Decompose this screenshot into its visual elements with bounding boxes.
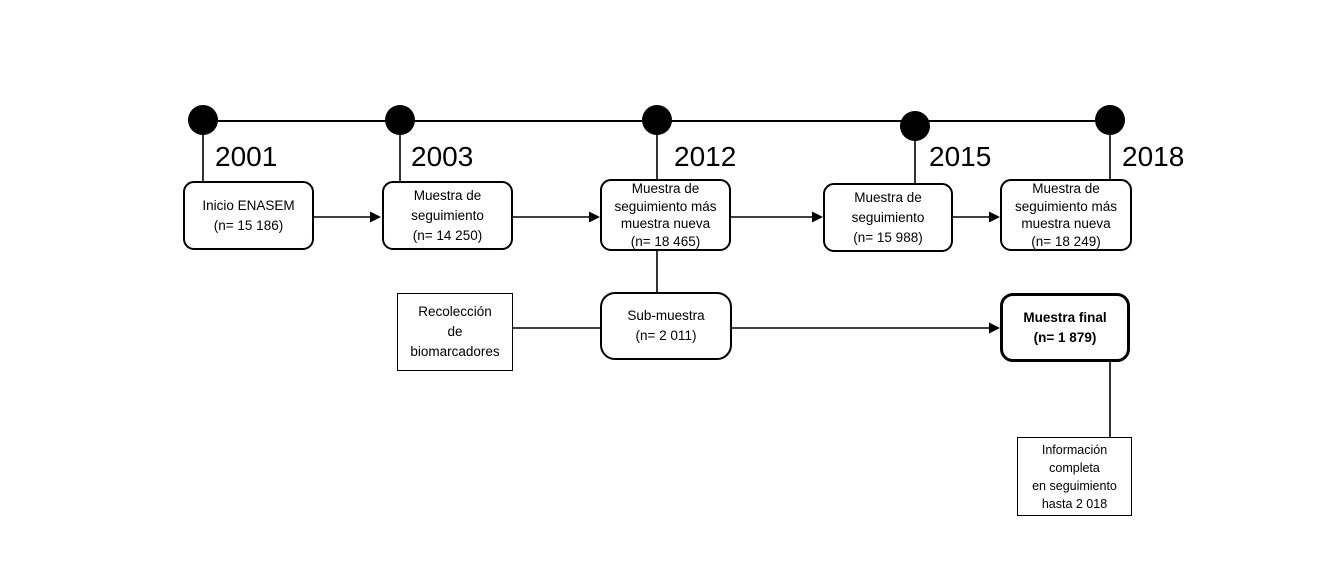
box-text-line: seguimiento [851, 209, 925, 225]
box-text-line: (n= 18 249) [1031, 233, 1101, 249]
box-muestra-seguimiento-2015: Muestra de seguimiento (n= 15 988) [823, 183, 953, 252]
box-text-line: (n= 18 465) [630, 233, 701, 249]
year-label-2018: 2018 [1122, 141, 1185, 172]
box-text-line: Sub-muestra [627, 308, 705, 323]
box-text-line: seguimiento [411, 207, 484, 223]
box-text-line: completa [1049, 460, 1100, 475]
arrowhead-inicio-to-2003 [370, 211, 381, 223]
box-muestra-seguimiento-2018: Muestra de seguimiento más muestra nueva… [1000, 179, 1132, 251]
box-text-line: Muestra de [631, 181, 700, 196]
box-text-line: (n= 1 879) [1033, 329, 1097, 345]
box-text-line: Muestra de [854, 189, 922, 205]
box-text-line: seguimiento más [1014, 198, 1118, 214]
year-label-2015: 2015 [929, 141, 992, 172]
year-label-2012: 2012 [674, 141, 737, 172]
box-recoleccion-biomarcadores: Recolección de biomarcadores [397, 293, 513, 371]
box-text-line: seguimiento más [614, 198, 717, 214]
box-text-line: biomarcadores [410, 344, 500, 359]
box-text-line: (n= 15 988) [853, 229, 923, 245]
box-text-line: (n= 15 186) [213, 217, 284, 233]
arrowhead-2015-to-2018 [989, 211, 1000, 223]
year-label-2003: 2003 [411, 141, 474, 172]
box-text-line: Recolección [418, 304, 492, 319]
box-muestra-seguimiento-2003: Muestra de seguimiento (n= 14 250) [382, 181, 513, 250]
box-text-line: (n= 14 250) [412, 227, 483, 243]
box-inicio-enasem: Inicio ENASEM (n= 15 186) [183, 181, 314, 250]
arrowhead-submuestra-to-final [989, 322, 1000, 334]
box-text-line: Muestra de [1032, 181, 1100, 196]
box-text-line: en seguimiento [1032, 478, 1117, 493]
box-text-line: de [447, 324, 463, 339]
box-text-line: Información [1041, 442, 1108, 457]
box-text-line: (n= 2 011) [635, 328, 697, 343]
box-sub-muestra: Sub-muestra (n= 2 011) [600, 292, 732, 360]
box-text-line: Muestra final [1023, 309, 1107, 325]
box-muestra-final: Muestra final (n= 1 879) [1000, 293, 1130, 362]
year-label-2001: 2001 [215, 141, 278, 172]
box-muestra-seguimiento-2012: Muestra de seguimiento más muestra nueva… [600, 179, 731, 251]
box-text-line: Inicio ENASEM [202, 197, 295, 213]
arrowhead-2012-to-2015 [812, 211, 823, 223]
box-text-line: hasta 2 018 [1041, 496, 1108, 511]
box-informacion-completa: Información completa en seguimiento hast… [1017, 437, 1132, 516]
box-text-line: muestra nueva [620, 216, 711, 231]
arrowhead-2003-to-2012 [589, 211, 600, 223]
box-text-line: Muestra de [413, 187, 482, 203]
box-text-line: muestra nueva [1021, 216, 1111, 231]
